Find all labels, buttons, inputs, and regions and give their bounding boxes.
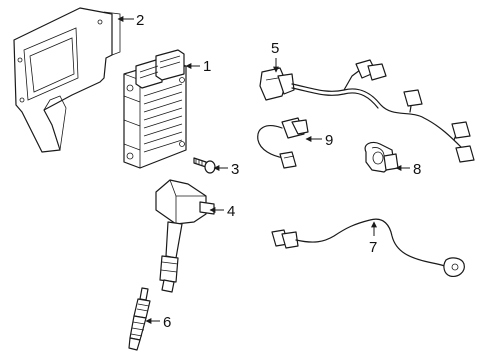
callout-2: 2 xyxy=(136,12,144,29)
clamp xyxy=(364,141,399,173)
callout-3: 3 xyxy=(231,161,239,178)
ecu-module xyxy=(123,49,187,169)
ecu-bracket xyxy=(13,7,121,153)
callout-5: 5 xyxy=(271,40,279,57)
spark-plug xyxy=(128,287,151,351)
callout-6: 6 xyxy=(163,314,171,331)
sensor-with-lead xyxy=(257,117,309,169)
callout-9: 9 xyxy=(325,132,333,149)
callout-8: 8 xyxy=(413,161,421,178)
ignition-coil xyxy=(155,179,215,293)
wiring-harness xyxy=(259,59,475,163)
knock-sensor-lead xyxy=(271,218,465,277)
bolt xyxy=(193,157,216,174)
callout-1: 1 xyxy=(203,58,211,75)
leader-lines xyxy=(117,16,410,324)
callout-7: 7 xyxy=(369,239,377,256)
callout-4: 4 xyxy=(227,203,235,220)
